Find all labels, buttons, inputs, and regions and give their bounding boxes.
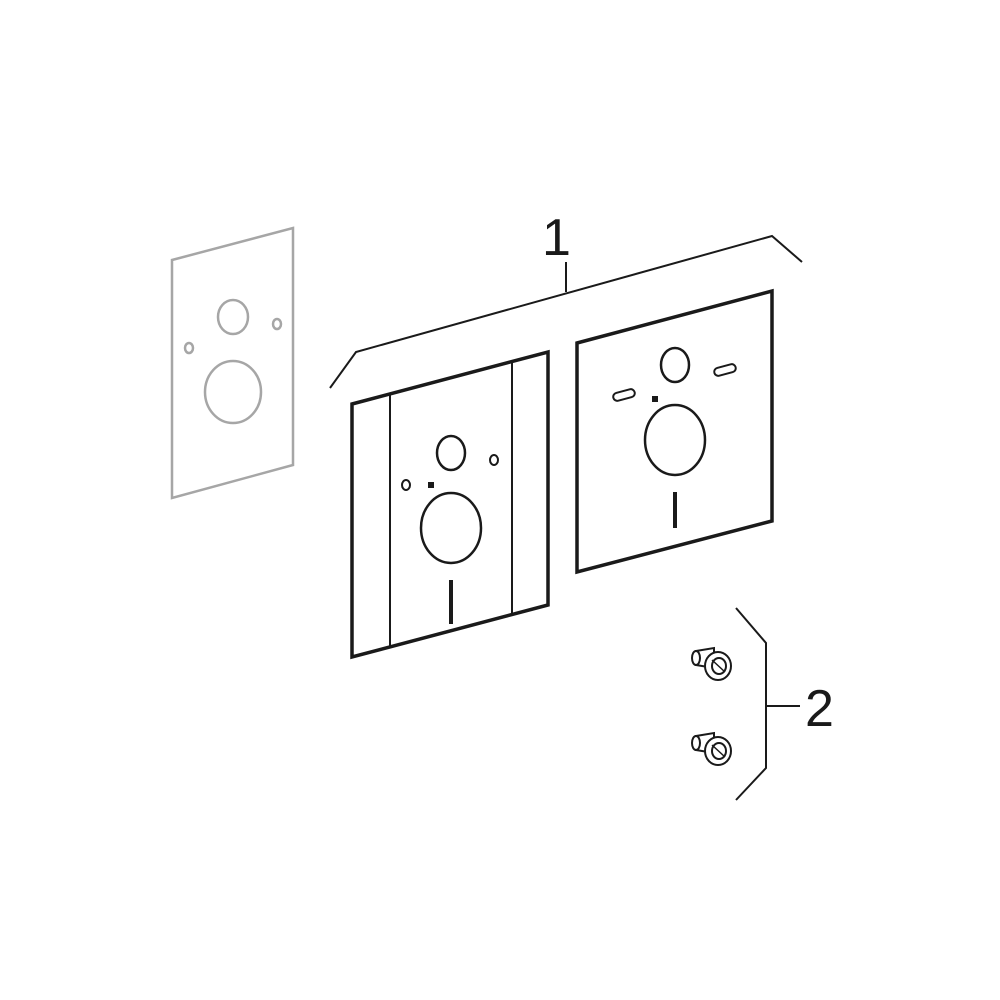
soundproofing-plate-with-side-strips-icon bbox=[350, 349, 550, 660]
callout-1-bracket bbox=[329, 234, 803, 389]
screw-icon bbox=[691, 646, 732, 681]
reference-soundproofing-plate-icon bbox=[170, 226, 295, 500]
callout-2-bracket bbox=[735, 607, 800, 801]
screw-icon bbox=[691, 731, 732, 766]
callout-1-label: 1 bbox=[542, 209, 571, 267]
callout-2-label: 2 bbox=[805, 680, 834, 738]
soundproofing-plate-icon bbox=[575, 288, 774, 575]
